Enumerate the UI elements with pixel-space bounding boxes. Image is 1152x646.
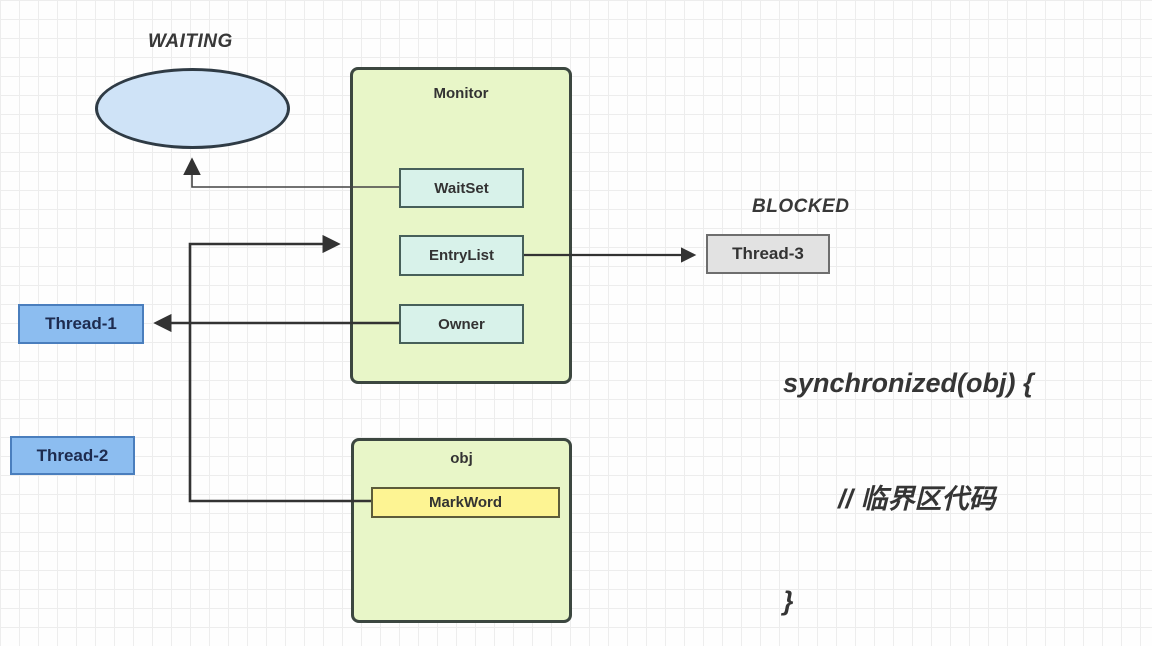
owner-field: Owner	[399, 304, 524, 344]
code-close-brace: }	[783, 586, 794, 616]
code-synchronized-open: synchronized(obj) {	[783, 368, 1034, 398]
thread-3-label: Thread-3	[732, 244, 804, 263]
thread-2-label: Thread-2	[36, 445, 109, 465]
thread-1-node: Thread-1	[18, 304, 144, 344]
obj-box: obj	[351, 438, 572, 623]
markword-label: MarkWord	[428, 494, 503, 511]
owner-label: Owner	[438, 315, 485, 333]
thread-2-node: Thread-2	[10, 436, 135, 475]
waitset-field: WaitSet	[399, 168, 524, 208]
entrylist-label: EntryList	[428, 247, 494, 264]
markword-field: MarkWord	[371, 487, 560, 518]
waiting-state-label: WAITING	[148, 31, 233, 52]
edge-markword-to-entrylist	[188, 234, 371, 503]
monitor-title: Monitor	[433, 85, 489, 102]
obj-title: obj	[450, 450, 473, 467]
waitset-label: WaitSet	[434, 179, 489, 197]
waiting-ellipse	[95, 68, 290, 149]
thread-1-label: Thread-1	[45, 314, 117, 333]
thread-3-node: Thread-3	[706, 234, 830, 274]
code-critical-section-comment: // 临界区代码	[838, 484, 996, 514]
entrylist-field: EntryList	[399, 235, 524, 276]
blocked-state-label: BLOCKED	[752, 196, 850, 217]
